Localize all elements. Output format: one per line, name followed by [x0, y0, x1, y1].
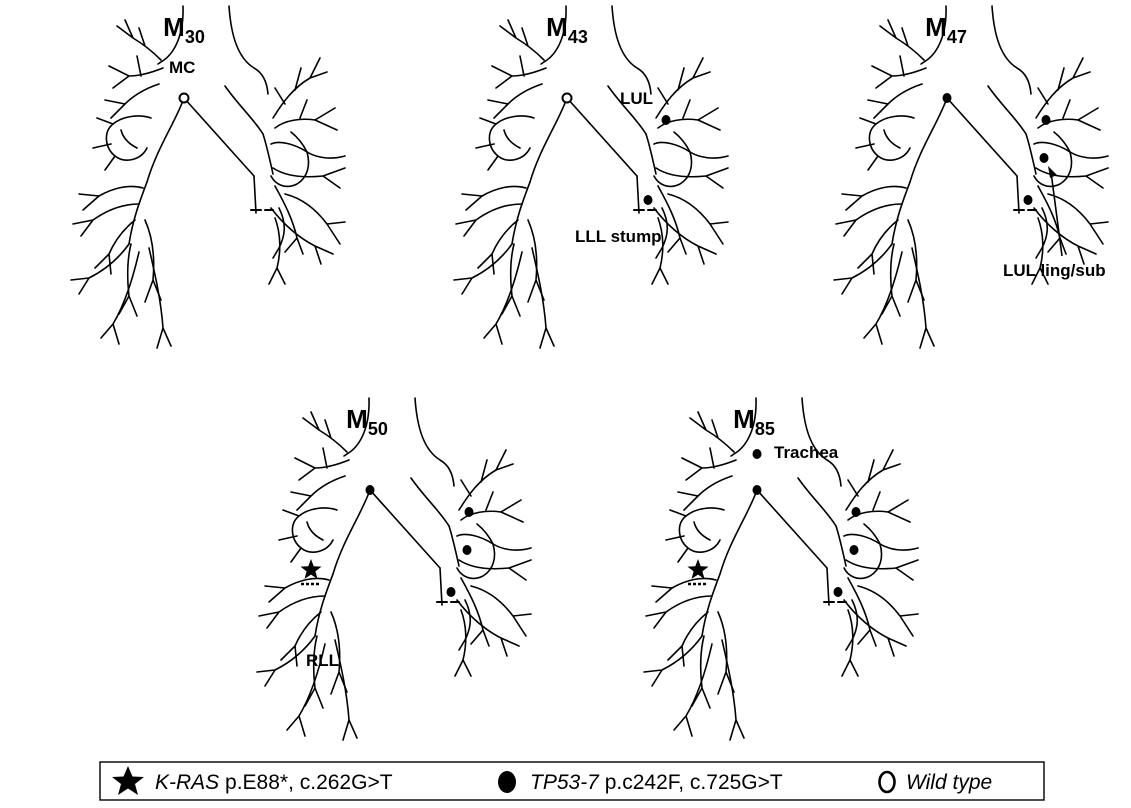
- pointer-arrow-line: [1050, 171, 1063, 257]
- bronchial-tree: [70, 5, 346, 349]
- legend-wild-type: Wild type: [906, 771, 992, 794]
- panel-title-subscript: 43: [568, 27, 588, 47]
- panel-title-letter: M: [925, 12, 947, 42]
- panel-title-letter: M: [346, 404, 368, 434]
- kras-star-icon: [112, 766, 144, 795]
- panel-title: M47: [925, 12, 967, 47]
- site-label-lul: LUL: [620, 89, 653, 108]
- tp53-marker: [851, 507, 861, 517]
- tp53-marker: [942, 93, 952, 103]
- wild-type-marker: [561, 92, 573, 104]
- panel-title: M43: [546, 12, 588, 47]
- bronchial-tree: [256, 397, 532, 741]
- bronchial-tree: [833, 5, 1109, 349]
- tp53-marker: [1039, 153, 1049, 163]
- kras-marker: [300, 559, 322, 579]
- panel-title: M85: [733, 404, 775, 439]
- tp53-marker: [643, 195, 653, 205]
- legend: K-RAS p.E88*, c.262G>T TP53-7 p.c242F, c…: [99, 761, 1045, 801]
- legend-kras-gene: K-RAS: [155, 771, 219, 794]
- site-label-lul-ling-sub: LUL ling/sub: [1003, 261, 1106, 280]
- legend-tp53: TP53-7 p.c242F, c.725G>T: [530, 771, 783, 794]
- pointer-arrow-head: [1048, 166, 1057, 178]
- panel-title: M30: [163, 12, 205, 47]
- tp53-marker: [446, 587, 456, 597]
- bronchial-tree: [453, 5, 729, 349]
- panel-title-subscript: 50: [368, 419, 388, 439]
- tp53-marker: [833, 587, 843, 597]
- panel-title-letter: M: [163, 12, 185, 42]
- kras-marker: [687, 559, 709, 579]
- panel-title-subscript: 47: [947, 27, 967, 47]
- panel-title-subscript: 85: [755, 419, 775, 439]
- legend-kras-detail: p.E88*, c.262G>T: [219, 771, 393, 794]
- tp53-dot-icon: [498, 771, 516, 793]
- site-label-rll: RLL: [306, 651, 339, 670]
- legend-tp53-detail: p.c242F, c.725G>T: [599, 771, 783, 794]
- site-label-lll-stump: LLL stump: [575, 227, 662, 246]
- wild-type-marker: [178, 92, 190, 104]
- tp53-marker: [1041, 115, 1051, 125]
- tp53-marker: [752, 449, 762, 459]
- tp53-marker: [752, 485, 762, 495]
- tp53-marker: [464, 507, 474, 517]
- panel-title-subscript: 30: [185, 27, 205, 47]
- legend-kras: K-RAS p.E88*, c.262G>T: [155, 771, 393, 794]
- panel-title: M50: [346, 404, 388, 439]
- tp53-marker: [462, 545, 472, 555]
- panel-title-letter: M: [733, 404, 755, 434]
- site-label-mc: MC: [169, 58, 195, 77]
- tp53-marker: [365, 485, 375, 495]
- tp53-marker: [661, 115, 671, 125]
- legend-box: [99, 761, 1045, 801]
- panel-title-letter: M: [546, 12, 568, 42]
- site-label-trachea: Trachea: [774, 443, 839, 462]
- wild-type-circle-icon: [878, 770, 896, 794]
- tp53-marker: [849, 545, 859, 555]
- legend-tp53-gene: TP53-7: [530, 771, 600, 794]
- tp53-marker: [1023, 195, 1033, 205]
